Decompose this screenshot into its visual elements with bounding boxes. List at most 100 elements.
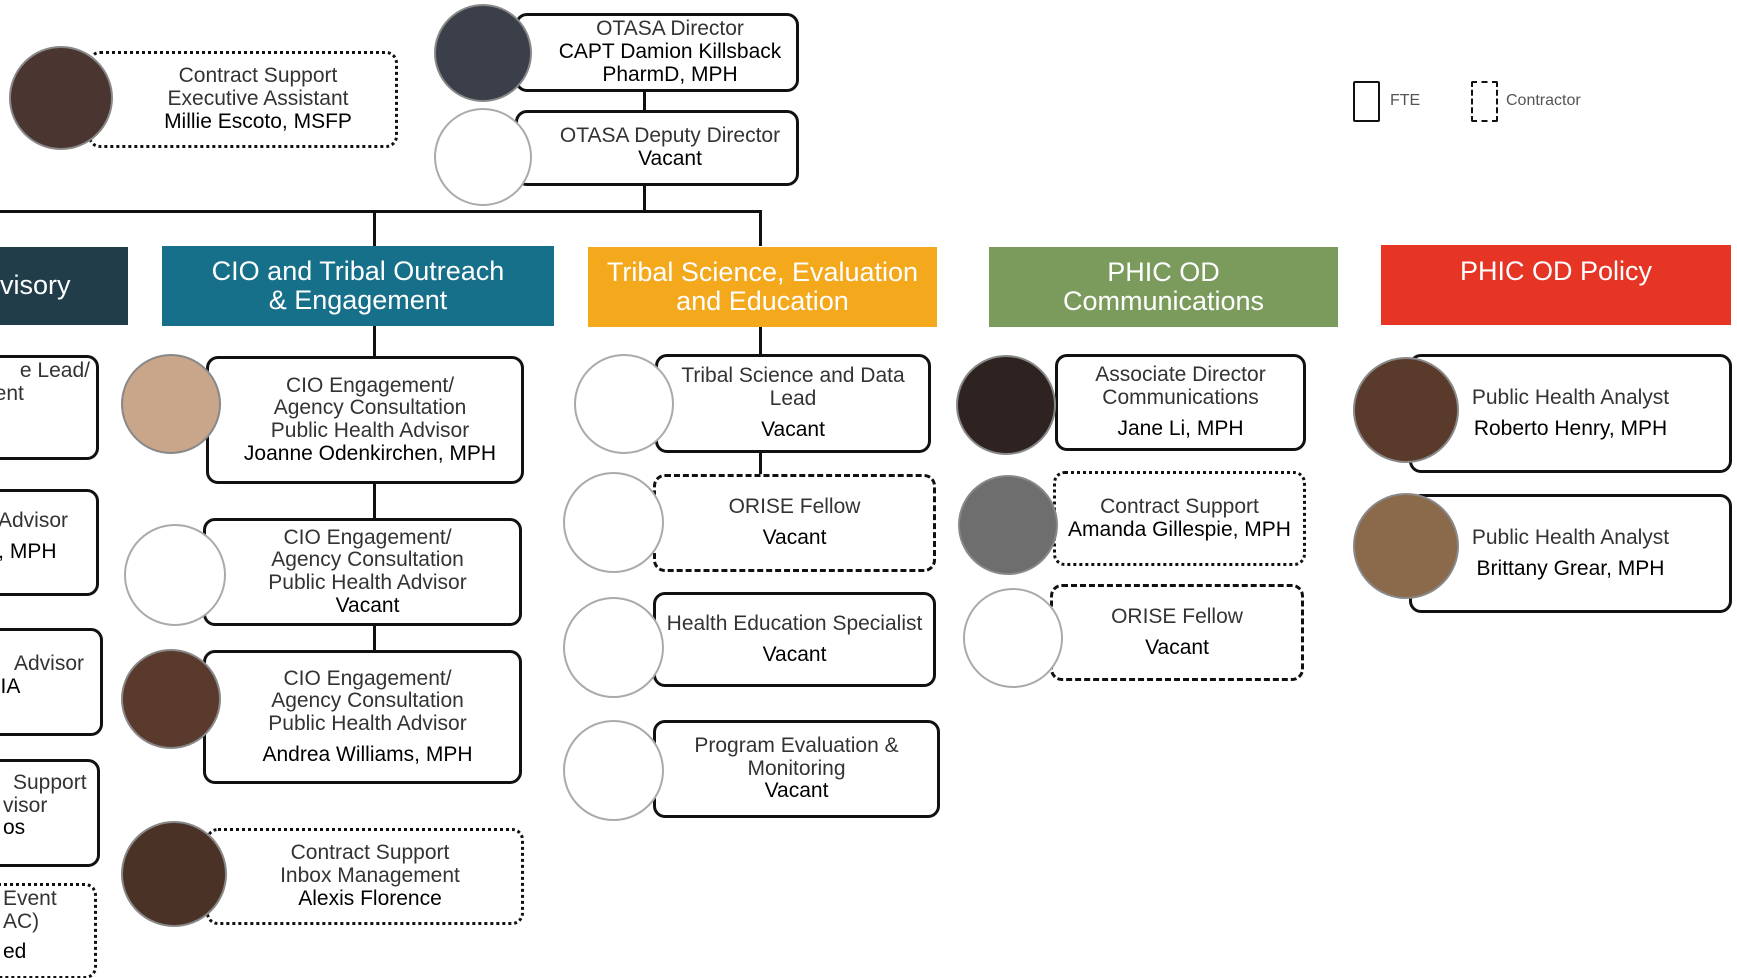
cio-card-4: Contract Support Inbox Management Alexis…: [206, 828, 524, 925]
comms-card-3: ORISE Fellow Vacant: [1050, 584, 1304, 681]
exec-assistant-line1: Contract Support: [178, 64, 338, 88]
tsee-card-1: Tribal Science and Data Lead Vacant: [655, 354, 931, 453]
cio-header: CIO and Tribal Outreach & Engagement: [162, 246, 554, 326]
cio-card-1-line1: CIO Engagement/: [285, 373, 455, 397]
policy-card-1: Public Health Analyst Roberto Henry, MPH: [1409, 354, 1732, 473]
advisory-card-3-line2: MIA: [0, 674, 21, 698]
deputy-title: OTASA Deputy Director: [559, 124, 781, 148]
exec-assistant-line2: Executive Assistant: [167, 87, 349, 111]
advisory-header: visory: [0, 247, 128, 325]
policy-card-2-photo: [1353, 493, 1459, 599]
tsee-card-3-photo-placeholder: [563, 597, 664, 698]
policy-header: PHIC OD Policy: [1381, 245, 1731, 325]
comms-header: PHIC OD Communications: [989, 247, 1338, 327]
exec-assistant-card: Contract Support Executive Assistant Mil…: [88, 51, 398, 148]
advisory-card-1-line1: e Lead/: [19, 359, 90, 382]
tsee-header-line2: and Education: [676, 286, 849, 316]
comms-card-3-photo-placeholder: [963, 588, 1063, 688]
director-deputy-connector: [643, 92, 646, 110]
tsee-card-3: Health Education Specialist Vacant: [653, 592, 936, 687]
cio-card-2: CIO Engagement/ Agency Consultation Publ…: [203, 518, 522, 626]
cio-card-1-line3: Public Health Advisor: [270, 419, 470, 442]
legend-contractor-swatch: [1471, 81, 1498, 122]
tsee-card-1-line1: Tribal Science and Data: [681, 364, 905, 388]
tsee-card-1-name: Vacant: [761, 417, 825, 441]
policy-card-1-photo: [1353, 357, 1459, 463]
advisory-card-5-line3: ed: [3, 940, 27, 964]
director-name: CAPT Damion Killsback: [558, 40, 782, 64]
deputy-trunk-connector: [643, 186, 646, 212]
policy-card-2-line1: Public Health Analyst: [1471, 525, 1670, 549]
comms-card-3-line1: ORISE Fellow: [1111, 604, 1243, 628]
deputy-name: Vacant: [638, 147, 702, 170]
advisory-card-2-line2: D, MPH: [0, 539, 57, 563]
director-card: OTASA Director CAPT Damion Killsback Pha…: [515, 13, 799, 92]
tsee-card-1-photo-placeholder: [574, 354, 674, 454]
tsee-header-line1: Tribal Science, Evaluation: [606, 256, 919, 287]
cio-card-1: CIO Engagement/ Agency Consultation Publ…: [206, 356, 524, 484]
comms-header-line2: Communications: [1062, 286, 1265, 316]
advisory-card-5-line1: Event: [3, 887, 57, 910]
tsee-card-3-line1: Health Education Specialist: [666, 611, 923, 635]
cio-card-3-photo: [121, 649, 221, 749]
cio-header-line2: & Engagement: [268, 285, 448, 315]
cio-header-line1: CIO and Tribal Outreach: [211, 255, 505, 286]
tsee-card-4: Program Evaluation & Monitoring Vacant: [653, 720, 940, 818]
comms-card-2-line1: Contract Support: [1100, 494, 1259, 518]
legend-fte-swatch: [1353, 81, 1380, 122]
tsee-card-4-line1: Program Evaluation &: [694, 733, 899, 757]
cio-card-3-line1: CIO Engagement/: [283, 666, 452, 690]
cio-card-4-photo: [121, 821, 227, 927]
tsee-drop-connector: [759, 210, 762, 246]
comms-card-2-name: Amanda Gillespie, MPH: [1068, 517, 1291, 541]
cio-card-1-name: Joanne Odenkirchen, MPH: [243, 441, 497, 465]
cio-card-2-line3: Public Health Advisor: [268, 571, 467, 594]
comms-card-1-photo: [956, 355, 1056, 455]
tsee-card-2-name: Vacant: [762, 526, 827, 549]
advisory-header-line1: visory: [0, 270, 71, 301]
comms-card-2: Contract Support Amanda Gillespie, MPH: [1053, 471, 1306, 566]
director-title: OTASA Director: [596, 17, 744, 41]
cio-card-1-line2: Agency Consultation: [273, 396, 467, 420]
advisory-card-2: Advisor D, MPH: [0, 489, 99, 596]
comms-card-2-photo: [958, 475, 1058, 575]
director-photo: [434, 4, 532, 102]
advisory-card-1: e Lead/ nent: [0, 355, 99, 460]
cio-card-3-line2: Agency Consultation: [271, 689, 464, 713]
deputy-card: OTASA Deputy Director Vacant: [515, 110, 799, 186]
advisory-card-5: Event AC) ed: [0, 883, 97, 978]
cio-card-3-line3: Public Health Advisor: [268, 712, 467, 735]
legend-contractor-label: Contractor: [1506, 92, 1581, 109]
tsee-card-3-name: Vacant: [762, 642, 827, 666]
deputy-photo-placeholder: [434, 108, 532, 206]
policy-card-2-name: Brittany Grear, MPH: [1476, 556, 1665, 580]
advisory-card-4: Support visor os: [0, 759, 100, 867]
comms-card-1: Associate Director Communications Jane L…: [1055, 354, 1306, 451]
advisory-card-3-line1: Advisor: [13, 652, 84, 675]
advisory-card-4-line1: Support: [13, 771, 87, 794]
policy-header-line1: PHIC OD Policy: [1459, 256, 1653, 286]
legend-fte-label: FTE: [1390, 92, 1421, 109]
cio-drop-connector: [373, 210, 376, 246]
cio-card-3: CIO Engagement/ Agency Consultation Publ…: [203, 650, 522, 784]
advisory-card-3: Advisor MIA: [0, 628, 103, 736]
main-horizontal-connector: [0, 210, 762, 213]
comms-card-1-line1: Associate Director: [1095, 363, 1266, 387]
comms-card-1-name: Jane Li, MPH: [1117, 416, 1244, 440]
tsee-card-4-photo-placeholder: [563, 720, 664, 821]
comms-header-line1: PHIC OD: [1107, 256, 1220, 287]
cio-card-2-photo-placeholder: [124, 524, 226, 626]
cio-card-2-line2: Agency Consultation: [271, 548, 464, 572]
exec-assistant-name: Millie Escoto, MSFP: [164, 109, 352, 133]
advisory-card-4-line2: visor: [3, 793, 48, 817]
cio-card-4-name: Alexis Florence: [298, 886, 442, 910]
director-credentials: PharmD, MPH: [602, 62, 738, 86]
tsee-card-2-photo-placeholder: [563, 472, 664, 573]
tsee-card-1-line2: Lead: [769, 387, 817, 411]
advisory-card-2-line1: Advisor: [0, 509, 68, 532]
advisory-card-5-line2: AC): [3, 909, 40, 933]
advisory-card-1-line2: nent: [0, 381, 24, 405]
tsee-card-2: ORISE Fellow Vacant: [653, 474, 936, 572]
cio-card-4-line1: Contract Support: [290, 841, 450, 865]
policy-card-1-line1: Public Health Analyst: [1471, 385, 1670, 409]
